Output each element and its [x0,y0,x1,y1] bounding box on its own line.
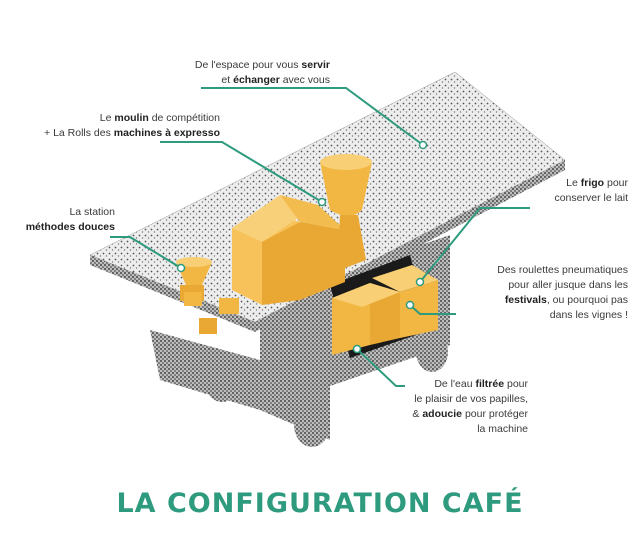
annotation-service-space: De l'espace pour vous servir et échanger… [194,59,330,86]
fridge-boxes [332,265,438,355]
annotation-wheels: Des roulettes pneumatiques pour aller ju… [497,264,628,321]
callout-lines [110,87,530,387]
annotation-fridge: Le frigo pour conserver le lait [554,177,628,204]
espresso-machine [232,195,345,305]
annotation-grinder-machine: Le moulin de compétition + La Rolls des … [44,112,220,139]
page-title: LA CONFIGURATION CAFÉ [116,488,524,519]
wheels [204,332,448,447]
annotation-brew-station: La station méthodes douces [25,206,115,233]
grinder [320,154,372,268]
callout-dots [176,140,428,354]
annotation-water: De l'eau filtrée pour le plaisir de vos … [412,378,528,435]
